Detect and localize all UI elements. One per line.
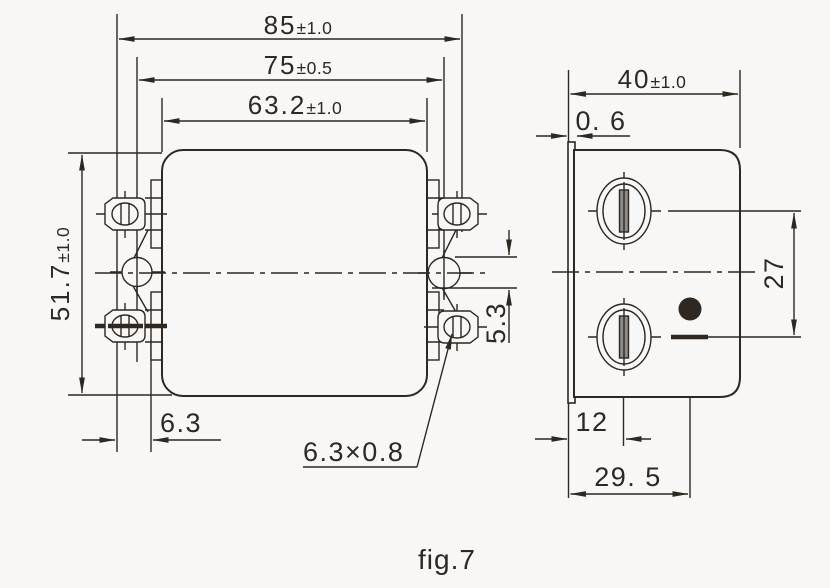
front-view: 85±1.0 75±0.5 63.2±1.0 51.7±1.0 5.3 xyxy=(45,10,517,468)
filter-body-side xyxy=(573,149,741,398)
terminal-upper-right xyxy=(432,191,487,238)
dim-0-6-value: 0. 6 xyxy=(575,106,626,136)
dim-12-value: 12 xyxy=(575,407,608,437)
dim-terminal-inset: 6.3 xyxy=(82,408,221,443)
terminal-screw-lower xyxy=(588,298,661,376)
terminal-lower-left xyxy=(95,303,167,350)
dim-51-tolerance: ±1.0 xyxy=(53,227,73,263)
dim-85-value: 85 xyxy=(264,10,297,40)
dim-screw-pitch: 27 xyxy=(759,212,797,336)
callout-terminal-blade: 6.3×0.8 xyxy=(303,333,453,468)
dim-6-3-value: 6.3 xyxy=(160,408,202,438)
svg-text:85±1.0: 85±1.0 xyxy=(264,10,333,40)
dim-flange-thickness: 0. 6 xyxy=(536,106,630,139)
svg-text:75±0.5: 75±0.5 xyxy=(264,50,333,80)
svg-text:51.7±1.0: 51.7±1.0 xyxy=(45,227,75,322)
bracket-bend-line xyxy=(440,229,457,261)
dim-40-tolerance: ±1.0 xyxy=(650,72,686,92)
dim-75-value: 75 xyxy=(264,50,297,80)
bracket-step-lines xyxy=(132,197,457,343)
dim-5-3-value: 5.3 xyxy=(481,302,511,344)
dim-63-tolerance: ±1.0 xyxy=(306,98,342,118)
svg-text:63.2±1.0: 63.2±1.0 xyxy=(248,90,343,120)
dim-height-body: 51.7±1.0 xyxy=(45,152,172,396)
dim-width-body: 63.2±1.0 xyxy=(163,90,426,124)
terminal-screw-upper xyxy=(588,172,661,250)
dim-63-value: 63.2 xyxy=(248,90,307,120)
side-view: 40±1.0 0. 6 27 12 29. 5 xyxy=(535,64,801,498)
blade-size-label: 6.3×0.8 xyxy=(303,437,404,467)
dim-51-value: 51.7 xyxy=(45,263,75,322)
dim-depth: 40±1.0 xyxy=(570,64,739,97)
dim-width-mount: 75±0.5 xyxy=(138,50,443,83)
dim-27-value: 27 xyxy=(759,256,789,289)
dim-40-value: 40 xyxy=(618,64,651,94)
bracket-bend-line xyxy=(440,285,457,313)
ground-hole-left xyxy=(110,250,165,295)
dim-75-tolerance: ±0.5 xyxy=(296,58,332,78)
figure-caption: fig.7 xyxy=(418,544,476,575)
dim-screw-offset: 12 xyxy=(535,407,651,442)
bracket-bend-line xyxy=(132,285,149,313)
dim-mark-offset: 29. 5 xyxy=(570,462,689,497)
dim-85-tolerance: ±1.0 xyxy=(296,18,332,38)
terminal-lower-right xyxy=(424,304,487,351)
svg-text:40±1.0: 40±1.0 xyxy=(618,64,687,94)
dim-ground-hole: 5.3 xyxy=(432,230,517,344)
polarity-dot-mark xyxy=(678,297,702,321)
dim-29-5-value: 29. 5 xyxy=(594,462,662,492)
terminal-upper-left xyxy=(96,191,167,238)
bracket-bend-line xyxy=(132,229,149,261)
dim-width-overall: 85±1.0 xyxy=(118,10,461,42)
